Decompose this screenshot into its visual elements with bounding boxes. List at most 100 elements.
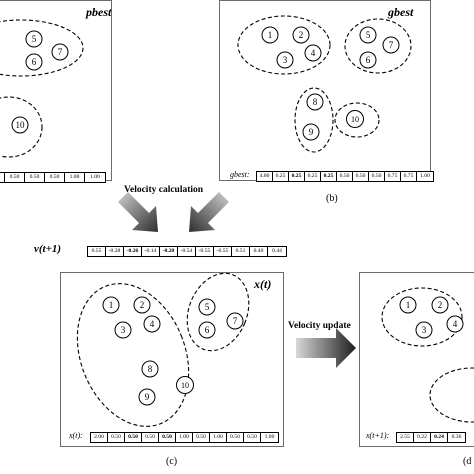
vector-cell: 0.50 [353, 172, 369, 181]
vector-cell: 0.75 [385, 172, 401, 181]
node-circle [431, 296, 449, 314]
vector-cell: 1.00 [210, 433, 227, 442]
cluster-ellipse [344, 18, 412, 74]
node-circle [198, 298, 216, 316]
vector-cell: 1.00 [420, 173, 430, 179]
velocity-calculation-label: Velocity calculation [124, 185, 204, 195]
row-label: x(t+1): [366, 431, 390, 440]
velocity-cell: -0.26 [124, 247, 142, 256]
node-label: 9 [309, 127, 314, 137]
vector-cell: 0.50 [45, 173, 65, 182]
node-circle [226, 312, 244, 330]
velocity-update-label: Velocity update [288, 321, 351, 331]
node-circle [346, 110, 364, 128]
xt-vector: 2.00 0.50 0.50 0.50 0.50 1.00 0.50 1.00 … [90, 432, 279, 443]
node-label: 1 [406, 300, 411, 310]
node-label: 2 [140, 300, 145, 310]
vector-cell: 0.25 [321, 172, 337, 181]
vector-cell: 1.00 [90, 174, 100, 180]
node-circle [102, 296, 120, 314]
vector-cell: 0.75 [401, 172, 417, 181]
row-label: x(t): [69, 431, 83, 440]
node-circle [114, 321, 132, 339]
panel-gbest: 1 2 3 4 5 6 7 8 9 10 gbest gbest: 4.00 0… [219, 0, 434, 182]
vector-cell: 0.50 [193, 433, 210, 442]
velocity-cell: -0.54 [178, 247, 196, 256]
arrow-right-diagonal [189, 192, 229, 232]
xt1-vector: 2.55 0.22 0.24 0.36 [396, 432, 466, 443]
node-label: 3 [283, 55, 288, 65]
vector-cell: 2.55 [397, 433, 414, 442]
node-circle [446, 315, 464, 333]
caption-c: (c) [166, 456, 178, 467]
panel-title: pbest [86, 5, 112, 19]
velocity-cell: -0.55 [214, 247, 232, 256]
arrow-left-diagonal [118, 192, 158, 232]
node-circle [292, 26, 310, 44]
vector-cell: 0.22 [414, 433, 431, 442]
panel-title: gbest [388, 5, 414, 19]
vector-cell: 0.36 [451, 434, 462, 440]
velocity-cell: 0.55 [88, 247, 106, 256]
panel-title: x(t) [254, 277, 272, 291]
node-circle [198, 321, 216, 339]
node-circle [306, 93, 324, 111]
node-circle [138, 388, 156, 406]
node-label: 6 [32, 57, 37, 67]
cluster-ellipse [76, 283, 190, 427]
node-label: 1 [268, 30, 273, 40]
node-circle [141, 360, 159, 378]
node-circle [302, 123, 320, 141]
node-label: 10 [351, 115, 359, 124]
vector-cell: 0.50 [108, 433, 125, 442]
vector-cell: 0.25 [305, 172, 321, 181]
node-circle [415, 321, 433, 339]
row-label: gbest: [230, 170, 250, 179]
velocity-cell: -0.14 [142, 247, 160, 256]
node-label: 4 [453, 319, 458, 329]
node-circle [382, 36, 400, 54]
node-label: 4 [311, 48, 316, 58]
velocity-vector: 0.55 -0.28 -0.26 -0.14 -0.20 -0.54 -0.55… [87, 246, 287, 257]
node-label: 2 [438, 300, 443, 310]
vector-cell: 0.50 [5, 173, 25, 182]
pbest-vector: 0.50 0.50 0.50 1.00 1.00 [0, 172, 106, 183]
node-circle [11, 116, 29, 134]
node-circle [133, 296, 151, 314]
xt1-diagram: 1 2 3 4 [381, 287, 474, 423]
cluster-ellipse [294, 87, 334, 153]
arrow-velocity-update [296, 328, 356, 368]
gbest-vector: 4.00 0.25 0.25 0.25 0.25 0.50 0.50 0.50 … [256, 171, 434, 182]
vector-cell: 0.50 [337, 172, 353, 181]
node-label: 6 [205, 325, 210, 335]
node-circle [276, 51, 294, 69]
node-label: 3 [422, 325, 427, 335]
velocity-cell: -0.55 [196, 247, 214, 256]
panel-xt: 1 2 3 4 5 6 7 8 9 10 x(t) x(t): 2.00 0.5… [60, 272, 284, 447]
velocity-cell: -0.28 [106, 247, 124, 256]
velocity-label: v(t+1) [34, 243, 62, 255]
vector-cell: 4.00 [257, 172, 273, 181]
vector-cell: 0.25 [273, 172, 289, 181]
node-circle [25, 53, 43, 71]
node-label: 3 [121, 325, 126, 335]
cluster-ellipse [237, 15, 331, 75]
panel-xt1: 1 2 3 4 x(t+1): 2.55 0.22 0.24 0.36 [359, 272, 474, 447]
node-circle [359, 26, 377, 44]
panel-pbest: 5 6 7 10 pbest 0.50 0.50 0.50 1.00 1.00 [0, 0, 112, 183]
node-label: 5 [205, 302, 210, 312]
vector-cell: 2.00 [91, 433, 108, 442]
vector-cell: 0.50 [244, 433, 261, 442]
node-label: 5 [32, 34, 37, 44]
node-circle [399, 296, 417, 314]
node-label: 8 [313, 97, 318, 107]
vector-cell: 1.00 [176, 433, 193, 442]
vector-cell: 1.00 [65, 173, 85, 182]
vector-cell: 0.50 [159, 433, 176, 442]
velocity-cell: 0.40 [250, 247, 268, 256]
cluster-ellipse [381, 287, 463, 347]
vector-cell: 0.50 [142, 433, 159, 442]
node-circles [11, 30, 69, 134]
node-label: 7 [233, 316, 238, 326]
cluster-ellipse [0, 19, 84, 77]
